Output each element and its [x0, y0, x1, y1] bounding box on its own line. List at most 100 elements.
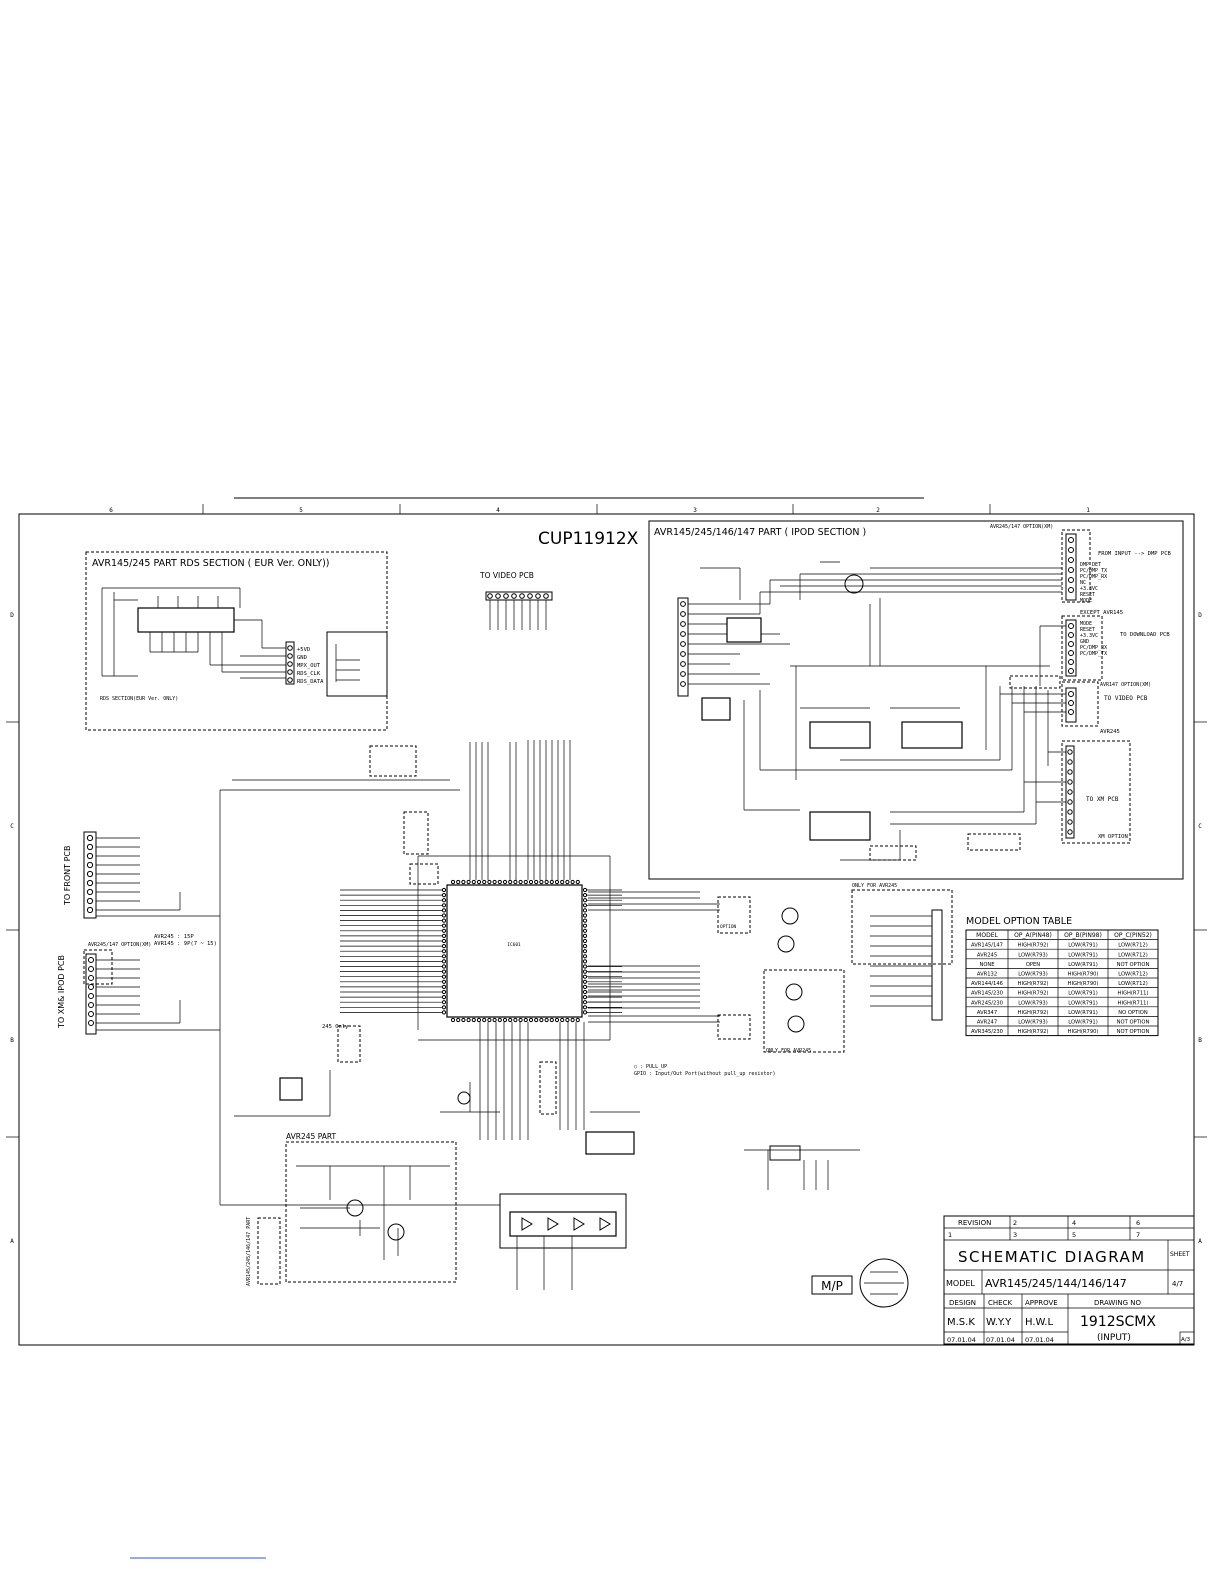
mcu-right-pin	[582, 928, 588, 933]
mcu-left-pin	[441, 1010, 447, 1015]
to-xm-ipod-pcb-label: TO XM& IPOD PCB	[57, 955, 66, 1029]
option-table-cell: NOT OPTION	[1117, 1029, 1150, 1035]
column-markers: 6 5 4 3 2 1	[109, 504, 1090, 514]
mcu-left-pin	[441, 974, 447, 979]
option-table-cell: LOW(R791)	[1068, 1000, 1097, 1006]
title-block: REVISION 1 2 3 4 5 6 7 SCHEMATIC DIAGRAM…	[943, 1215, 1195, 1345]
mcu-top-pin	[570, 879, 575, 885]
mcu-bottom-pin	[554, 1017, 560, 1023]
row-label-b: B	[10, 1037, 14, 1044]
column-label-2: 2	[876, 507, 880, 514]
bottom-center-circuits	[279, 1022, 860, 1290]
option-table-cell: HIGH(R790)	[1068, 972, 1099, 978]
ipod-video-amp-1	[809, 721, 871, 749]
xm-connector	[1065, 745, 1075, 839]
check-name: W.Y.Y	[986, 1317, 1012, 1328]
option-table-cell: HIGH(R792)	[1018, 991, 1049, 997]
mcu-top-pin	[487, 879, 492, 885]
mcu-label: IC601	[507, 942, 521, 948]
design-date: 07.01.04	[947, 1336, 976, 1344]
option-table-cell: AVR345/230	[971, 1029, 1003, 1035]
option-table-cell: HIGH(R792)	[1018, 943, 1049, 949]
company-logo-circle	[859, 1258, 909, 1308]
option-table-cell: LOW(R793)	[1018, 972, 1047, 978]
to-video-pcb-label: TO VIDEO PCB	[479, 571, 534, 580]
mcu-bottom-pin	[487, 1017, 492, 1023]
rds-decoder-chip	[137, 607, 235, 633]
approve-date: 07.01.04	[1025, 1336, 1054, 1344]
sheet-number: 4/7	[1172, 1280, 1183, 1288]
option-table-cell: LOW(R791)	[1068, 1020, 1097, 1026]
option-table-cell: LOW(R791)	[1068, 952, 1097, 958]
corner-mark: A/3	[1181, 1337, 1191, 1343]
main-mcu: IC601	[219, 740, 622, 1206]
mcu-right-pin	[582, 1010, 588, 1015]
option-table-frame	[965, 929, 1159, 1037]
mcu-wires	[340, 889, 622, 1013]
mcu-top-pin	[492, 879, 497, 885]
row-label-d-right: D	[1198, 612, 1202, 619]
mcu-left-pin	[441, 954, 447, 959]
mcu-left-pin	[441, 893, 447, 898]
ipod-section: AVR145/245/146/147 PART ( IPOD SECTION )…	[648, 520, 1184, 880]
mcu-top-pin	[450, 879, 456, 885]
column-label-3: 3	[693, 507, 697, 514]
check-label: CHECK	[988, 1299, 1012, 1307]
rds-signal-gnd: GND	[297, 655, 307, 661]
video-out-connector	[1065, 687, 1077, 723]
sheet-label: SHEET	[1170, 1251, 1190, 1258]
input-signal-mode: MODE	[1080, 598, 1092, 604]
ipod-left-connector	[677, 597, 689, 697]
mcu-left-pin	[441, 913, 447, 918]
option-table-cell: AVR245	[977, 952, 997, 958]
option-table-cell: AVR245/230	[971, 1000, 1003, 1006]
mcu-top-pin	[544, 879, 549, 885]
option-table-cell: HIGH(R792)	[1018, 1010, 1049, 1016]
rds-sub-block	[326, 631, 388, 697]
ipod-input-connector	[1065, 533, 1077, 601]
mcu-bottom-pin	[450, 1017, 456, 1023]
mcu-right-pin	[582, 908, 588, 913]
option-table-header: OP_B(PIN98)	[1064, 932, 1102, 939]
revision-cell-7: 7	[1136, 1231, 1140, 1239]
mcu-left-pin	[441, 959, 447, 964]
to-front-pcb-label: TO FRONT PCB	[63, 846, 72, 907]
mcu-left-pin	[441, 918, 447, 923]
mcu-top-pin	[508, 879, 513, 885]
mcu-top-pin	[575, 879, 580, 885]
bottom-diode-block	[499, 1193, 627, 1249]
option-table-cell: AVR145/147	[971, 943, 1003, 949]
only-245-label: 245 Only	[322, 1024, 349, 1030]
revision-cell-1: 1	[948, 1231, 952, 1239]
ipod-transistor	[844, 574, 864, 594]
mcu-bottom-pin	[570, 1017, 575, 1023]
mcu-top-pin	[539, 879, 544, 885]
drawing-no-label: DRAWING NO	[1094, 1299, 1141, 1307]
mcu-bottom-pin	[508, 1017, 513, 1023]
input-signal-pc-dmp-rx: PC/DMP_RX	[1080, 574, 1107, 580]
gpio-port-note: GPIO : Input/Out Port(without pull_up re…	[634, 1071, 775, 1077]
from-input-label: FROM INPUT --> DMP PCB	[1098, 551, 1172, 557]
mcu-bottom-pin	[471, 1017, 476, 1023]
mcu-bottom-pin	[544, 1017, 549, 1023]
option-table-cell: AVR132	[977, 972, 997, 978]
mcu-right-pin	[582, 959, 588, 964]
mcu-top-pin	[528, 879, 534, 885]
approve-name: H.W.L	[1025, 1317, 1053, 1328]
option-table-cell: AVR145/230	[971, 991, 1003, 997]
mcu-bottom-pin	[518, 1017, 523, 1023]
mcu-right-pin	[582, 974, 588, 979]
avr245-side-label: AVR145/245/146/147 PART	[246, 1217, 252, 1286]
revision-label: REVISION	[958, 1219, 991, 1227]
mcu-right-pin	[582, 944, 588, 949]
mcu-bottom-pin	[513, 1017, 518, 1023]
option-table-cell: LOW(R791)	[1068, 991, 1097, 997]
mcu-right-pin	[582, 954, 588, 959]
mcu-right-pin	[582, 949, 588, 954]
option-table-cell: NONE	[979, 962, 994, 968]
mcu-bottom-pin	[549, 1017, 554, 1023]
mcu-bottom-pin	[466, 1017, 471, 1023]
mcu-right-pin	[582, 933, 588, 939]
